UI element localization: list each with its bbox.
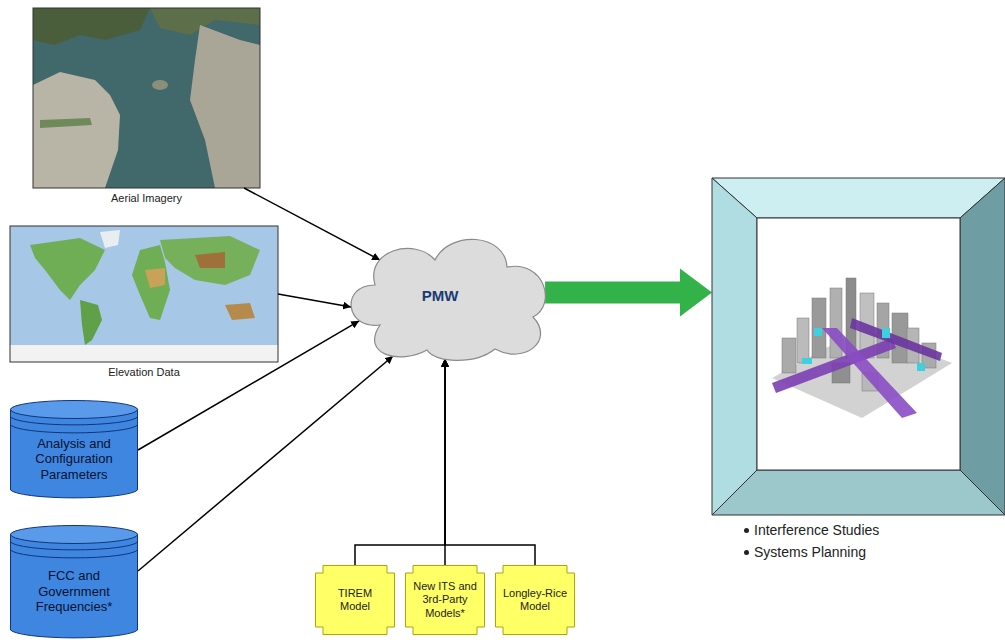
bay-water <box>33 8 260 188</box>
coverage-band <box>850 318 942 361</box>
model-block: TIREM Model <box>315 565 395 635</box>
highlight <box>802 358 812 364</box>
cylinder-body <box>11 409 138 498</box>
model-block: Longley-Rice Model <box>495 565 575 635</box>
bullet-dot <box>744 550 749 555</box>
cylinder-top <box>11 401 138 419</box>
text-area: New ITS and 3rd-Party Models* <box>412 574 478 626</box>
aerial-image <box>33 8 260 188</box>
database-cylinder: Analysis and Configuration Parameters <box>10 400 138 500</box>
engine-label: PMW <box>422 287 459 304</box>
input-arrow <box>138 321 359 450</box>
output-arrow <box>545 269 712 317</box>
input-arrow <box>355 359 445 565</box>
model-block: New ITS and 3rd-Party Models* <box>405 565 485 635</box>
city-model <box>772 278 952 418</box>
model-label: Longley-Rice Model <box>502 587 568 613</box>
text-area: Analysis and Configuration Parameters <box>16 430 132 488</box>
model-cross <box>496 566 575 635</box>
frame-left <box>712 178 757 515</box>
building <box>782 338 796 373</box>
park <box>40 118 92 128</box>
database-cylinder: FCC and Government Frequencies* <box>10 525 138 640</box>
frame-top <box>712 178 1005 218</box>
frame-bottom <box>712 470 1005 515</box>
image-caption: Aerial Imagery <box>33 192 260 204</box>
continent <box>100 230 120 248</box>
model-label: TIREM Model <box>322 587 388 613</box>
frame-inner <box>757 218 960 470</box>
continent <box>80 300 102 345</box>
bullet-item: Interference Studies <box>742 521 879 539</box>
bullet-item: Systems Planning <box>742 543 866 561</box>
cylinder-body <box>11 534 138 638</box>
continent <box>225 303 255 320</box>
city-land <box>190 25 260 188</box>
engine-cloud: PMW <box>335 225 555 360</box>
ocean <box>10 226 278 362</box>
continent <box>30 238 105 300</box>
city-land <box>33 72 120 188</box>
image-caption: Elevation Data <box>10 366 278 378</box>
highlight <box>917 363 925 371</box>
database-label: FCC and Government Frequencies* <box>16 568 132 615</box>
cylinder-band <box>11 550 138 558</box>
mountains <box>195 252 225 268</box>
image-node: Elevation Data <box>10 226 278 362</box>
cylinder-top <box>11 526 138 544</box>
image-node: Aerial Imagery <box>33 8 260 188</box>
cloud-shape <box>351 239 545 360</box>
highlight <box>882 328 890 338</box>
frame-right <box>960 178 1005 515</box>
text-area: Longley-Rice Model <box>502 574 568 626</box>
image-border <box>10 226 278 362</box>
continent <box>132 245 170 320</box>
highlight <box>814 328 822 336</box>
model-cross <box>406 566 485 635</box>
cloud-outline <box>351 239 545 360</box>
world-map <box>10 226 278 362</box>
cylinder-band <box>11 542 138 550</box>
image-border <box>33 8 260 188</box>
input-arrow <box>445 359 535 565</box>
bullet-text: Interference Studies <box>754 522 879 538</box>
input-arrow <box>138 356 393 571</box>
model-cross <box>316 566 395 635</box>
database-label: Analysis and Configuration Parameters <box>16 436 132 483</box>
input-arrow <box>278 294 351 307</box>
bullet-text: Systems Planning <box>754 544 866 560</box>
text-area: PMW <box>355 255 525 335</box>
input-arrow <box>244 188 380 260</box>
text-area: TIREM Model <box>322 574 388 626</box>
output-view: Interference StudiesSystems Planning <box>712 178 1005 515</box>
desert <box>145 268 165 288</box>
hills <box>33 8 150 45</box>
cylinder-band <box>11 417 138 425</box>
island <box>152 80 168 90</box>
cylinder-band <box>11 425 138 433</box>
text-area: FCC and Government Frequencies* <box>16 555 132 628</box>
bullet-dot <box>744 528 749 533</box>
model-label: New ITS and 3rd-Party Models* <box>412 580 478 620</box>
building <box>797 318 809 363</box>
antarctica <box>10 345 278 362</box>
continent <box>160 236 260 285</box>
node-outline <box>712 178 1005 515</box>
